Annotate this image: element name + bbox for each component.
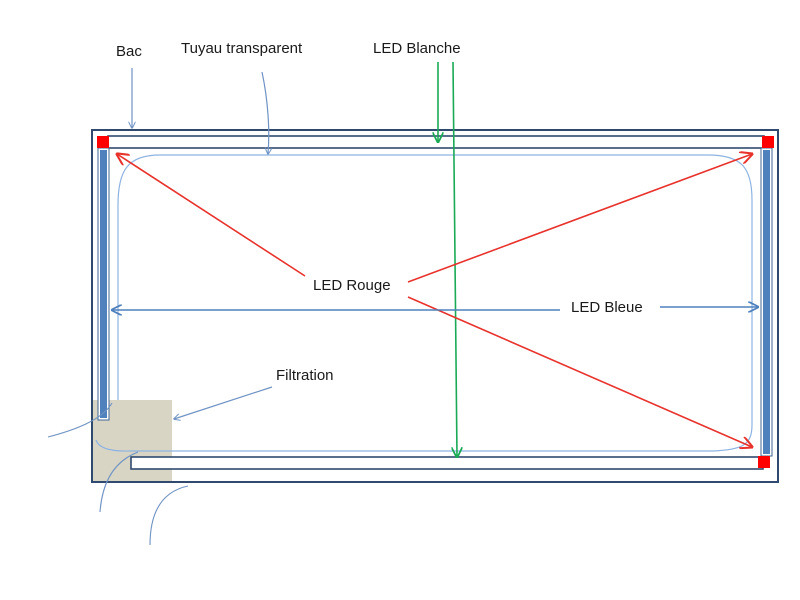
red-arrow-bottom-right — [407, 296, 752, 447]
label-tuyau: Tuyau transparent — [181, 40, 303, 57]
label-bac: Bac — [116, 43, 142, 60]
tank-frame — [91, 129, 779, 483]
pointer-tuyau — [261, 71, 269, 154]
red-arrow-top-left — [117, 154, 306, 277]
label-led-blanche: LED Blanche — [373, 40, 461, 57]
outlet-pipe-lower — [99, 451, 139, 513]
red-led-top-right — [762, 136, 774, 148]
red-led-top-left — [97, 136, 109, 148]
white-led-arrow-bottom — [453, 61, 457, 457]
inlet-pipe — [149, 485, 189, 546]
label-filtration: Filtration — [276, 367, 334, 384]
label-led-bleue: LED Bleue — [571, 299, 643, 316]
pointer-filtration — [174, 386, 273, 419]
bottom-led-strip — [130, 456, 764, 470]
outlet-pipe-left — [47, 402, 113, 438]
top-led-strip — [107, 135, 765, 149]
red-arrow-top-right — [407, 154, 752, 283]
red-led-bottom-right — [758, 456, 770, 468]
transparent-pipe — [95, 154, 753, 452]
label-led-rouge: LED Rouge — [313, 277, 391, 294]
